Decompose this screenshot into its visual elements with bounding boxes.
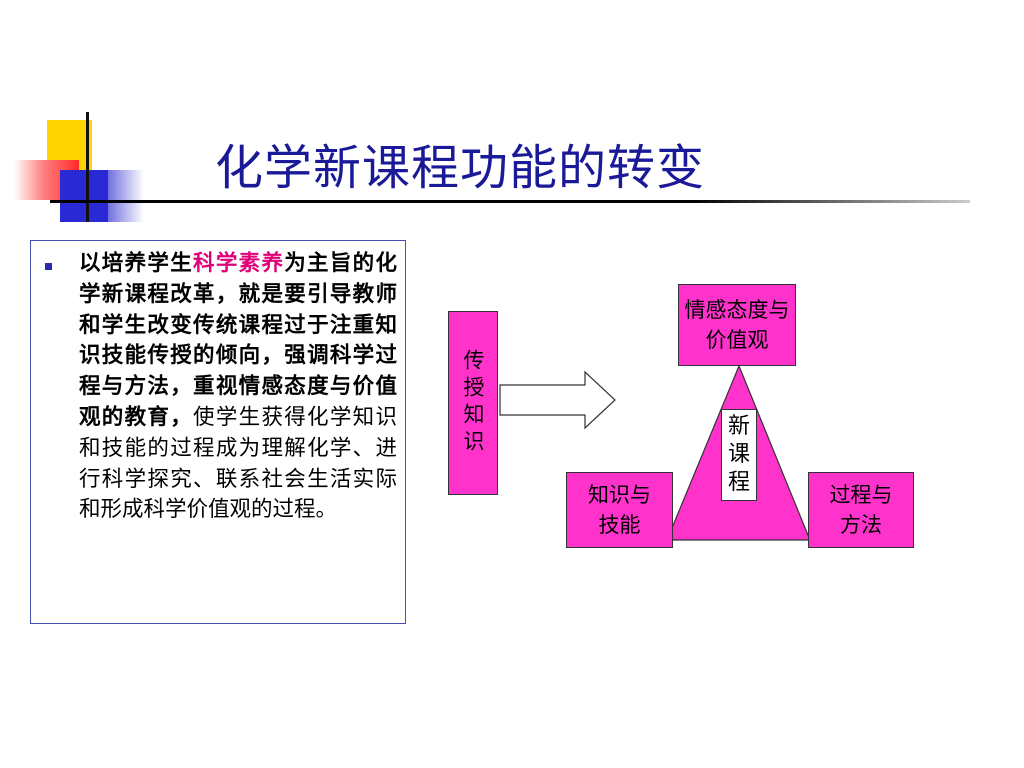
text-bold-part-1: 以培养学生 bbox=[79, 251, 194, 276]
text-normal-part: 使学生获得化学知识和技能的过程成为理解化学、进行科学探究、联系社会生活实际和形成… bbox=[79, 404, 397, 523]
core-char-3: 程 bbox=[727, 470, 750, 495]
box-knowledge-transfer: 传授知识 bbox=[448, 311, 498, 495]
box-knowledge-skills: 知识与 技能 bbox=[566, 472, 673, 548]
box-process-methods-line1: 过程与 bbox=[829, 483, 893, 507]
core-new-curriculum: 新 课 程 bbox=[721, 409, 757, 501]
logo-blue-fade bbox=[108, 170, 144, 222]
text-paragraph: 以培养学生科学素养为主旨的化学新课程改革，就是要引导教师和学生改变传统课程过于注… bbox=[79, 249, 397, 526]
text-highlight: 科学素养 bbox=[193, 251, 285, 276]
box-knowledge-skills-line2: 技能 bbox=[598, 513, 641, 537]
title-underline bbox=[50, 200, 970, 203]
box-process-methods-line2: 方法 bbox=[840, 513, 882, 537]
box-process-methods: 过程与 方法 bbox=[808, 472, 914, 548]
text-bold-part-2: 为主旨的化学新课程改革，就是要引导教师和学生改变传统课程过于注重知识技能传授的倾… bbox=[79, 251, 397, 430]
text-panel: 以培养学生科学素养为主旨的化学新课程改革，就是要引导教师和学生改变传统课程过于注… bbox=[30, 240, 406, 624]
logo-vertical-line bbox=[86, 112, 89, 222]
arrow-right-icon bbox=[499, 370, 616, 430]
box-knowledge-skills-line1: 知识与 bbox=[588, 483, 651, 507]
slide-title: 化学新课程功能的转变 bbox=[215, 140, 706, 196]
core-char-2: 课 bbox=[727, 442, 750, 467]
bullet-square-icon bbox=[45, 263, 52, 270]
box-emotion-values-label: 情感态度与价值观 bbox=[684, 298, 790, 352]
logo-blue-block bbox=[60, 170, 110, 222]
core-char-1: 新 bbox=[727, 414, 750, 439]
box-emotion-values: 情感态度与价值观 bbox=[678, 284, 796, 366]
